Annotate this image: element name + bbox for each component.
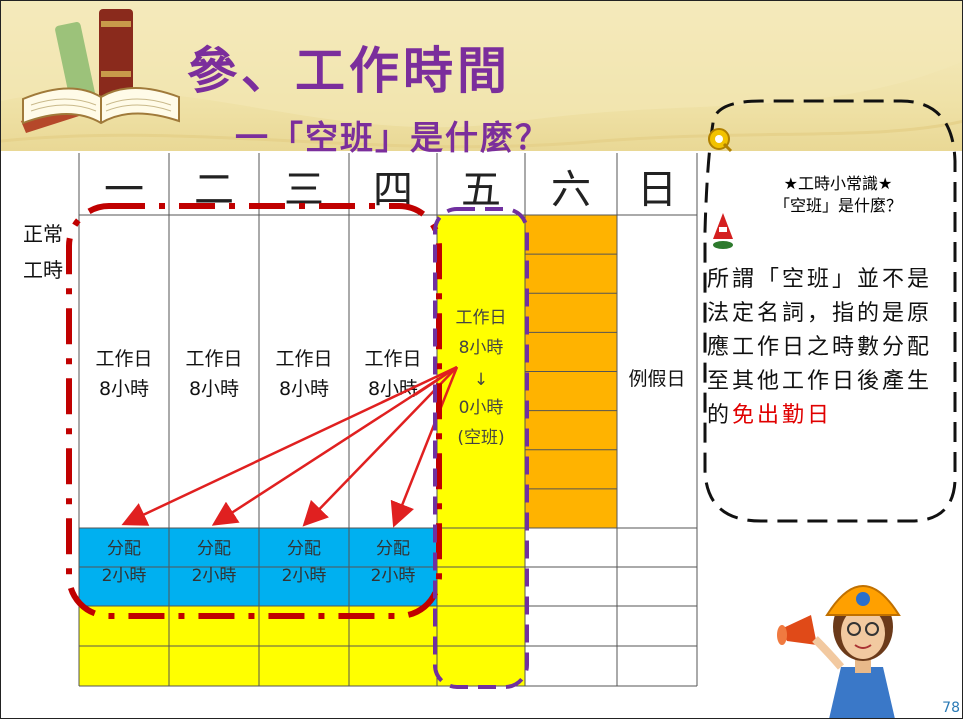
letter-a-mascot-icon: [713, 213, 733, 249]
day-header: 三: [284, 167, 324, 213]
side-note-highlight: 免出勤日: [732, 403, 833, 428]
workday-hours: 8小時: [279, 378, 329, 400]
allocation-hours: 2小時: [102, 566, 147, 586]
allocation-label: 分配: [107, 539, 141, 559]
worker-with-megaphone-illustration: [777, 585, 901, 718]
saturday-column-fill: [525, 215, 617, 528]
allocation-label: 分配: [287, 539, 321, 559]
page-number: 78: [942, 700, 960, 716]
side-note-text: 所謂「空班」並不是法定名詞，指的是原應工作日之時數分配至其他工作日後產生的: [707, 267, 933, 428]
day-header: 五: [461, 167, 501, 213]
allocation-hours: 2小時: [371, 566, 416, 586]
friday-grouping-outline: [433, 207, 529, 689]
weekday-grouping-outline: [66, 203, 442, 619]
table-background: [21, 153, 697, 686]
side-note-question: 「空班」是什麼？: [773, 196, 902, 215]
friday-cell-text: 8小時: [459, 338, 504, 358]
allocation-arrow: [302, 366, 458, 527]
sunday-rest-day-label: 例假日: [628, 368, 685, 390]
row-label-normal-hours: 正常: [23, 222, 63, 246]
allocation-hours: 2小時: [282, 566, 327, 586]
allocation-row-fill: [79, 528, 437, 606]
allocation-hours: 2小時: [192, 566, 237, 586]
day-header: 一: [104, 167, 144, 213]
book-illustration: [21, 9, 180, 133]
side-note-body: 所謂「空班」並不是法定名詞，指的是原應工作日之時數分配至其他工作日後產生的免出勤…: [707, 263, 947, 433]
row-label-normal-hours: 工時: [23, 258, 63, 282]
page-subtitle: 一「空班」是什麼？: [235, 118, 550, 157]
side-note-heading: ★工時小常識★: [783, 174, 893, 193]
side-note-title: ★工時小常識★ 「空班」是什麼？: [733, 173, 943, 217]
friday-cell-text: (空班): [457, 428, 504, 448]
workday-label: 工作日: [95, 348, 152, 370]
allocation-arrow: [121, 365, 458, 526]
allocation-label: 分配: [376, 539, 410, 559]
friday-cell-text: ↓: [474, 370, 488, 390]
workday-label: 工作日: [364, 348, 421, 370]
friday-cell-text: 工作日: [456, 308, 507, 328]
workday-hours: 8小時: [189, 378, 239, 400]
allocation-arrow: [390, 366, 459, 528]
bottom-rows-fill: [79, 606, 437, 686]
workday-hours: 8小時: [99, 378, 149, 400]
day-header: 四: [373, 167, 413, 213]
question-icon: [708, 128, 733, 153]
day-header: 二: [194, 167, 234, 213]
friday-column-fill: [437, 215, 525, 686]
day-header: 六: [551, 167, 591, 213]
friday-cell-text: 0小時: [459, 398, 504, 418]
allocation-arrow: [414, 365, 458, 397]
allocation-arrow: [211, 365, 458, 526]
day-header: 日: [637, 167, 677, 213]
workday-label: 工作日: [275, 348, 332, 370]
workday-label: 工作日: [185, 348, 242, 370]
allocation-label: 分配: [197, 539, 231, 559]
workday-hours: 8小時: [368, 378, 418, 400]
page-title: 參、工作時間: [187, 42, 511, 100]
